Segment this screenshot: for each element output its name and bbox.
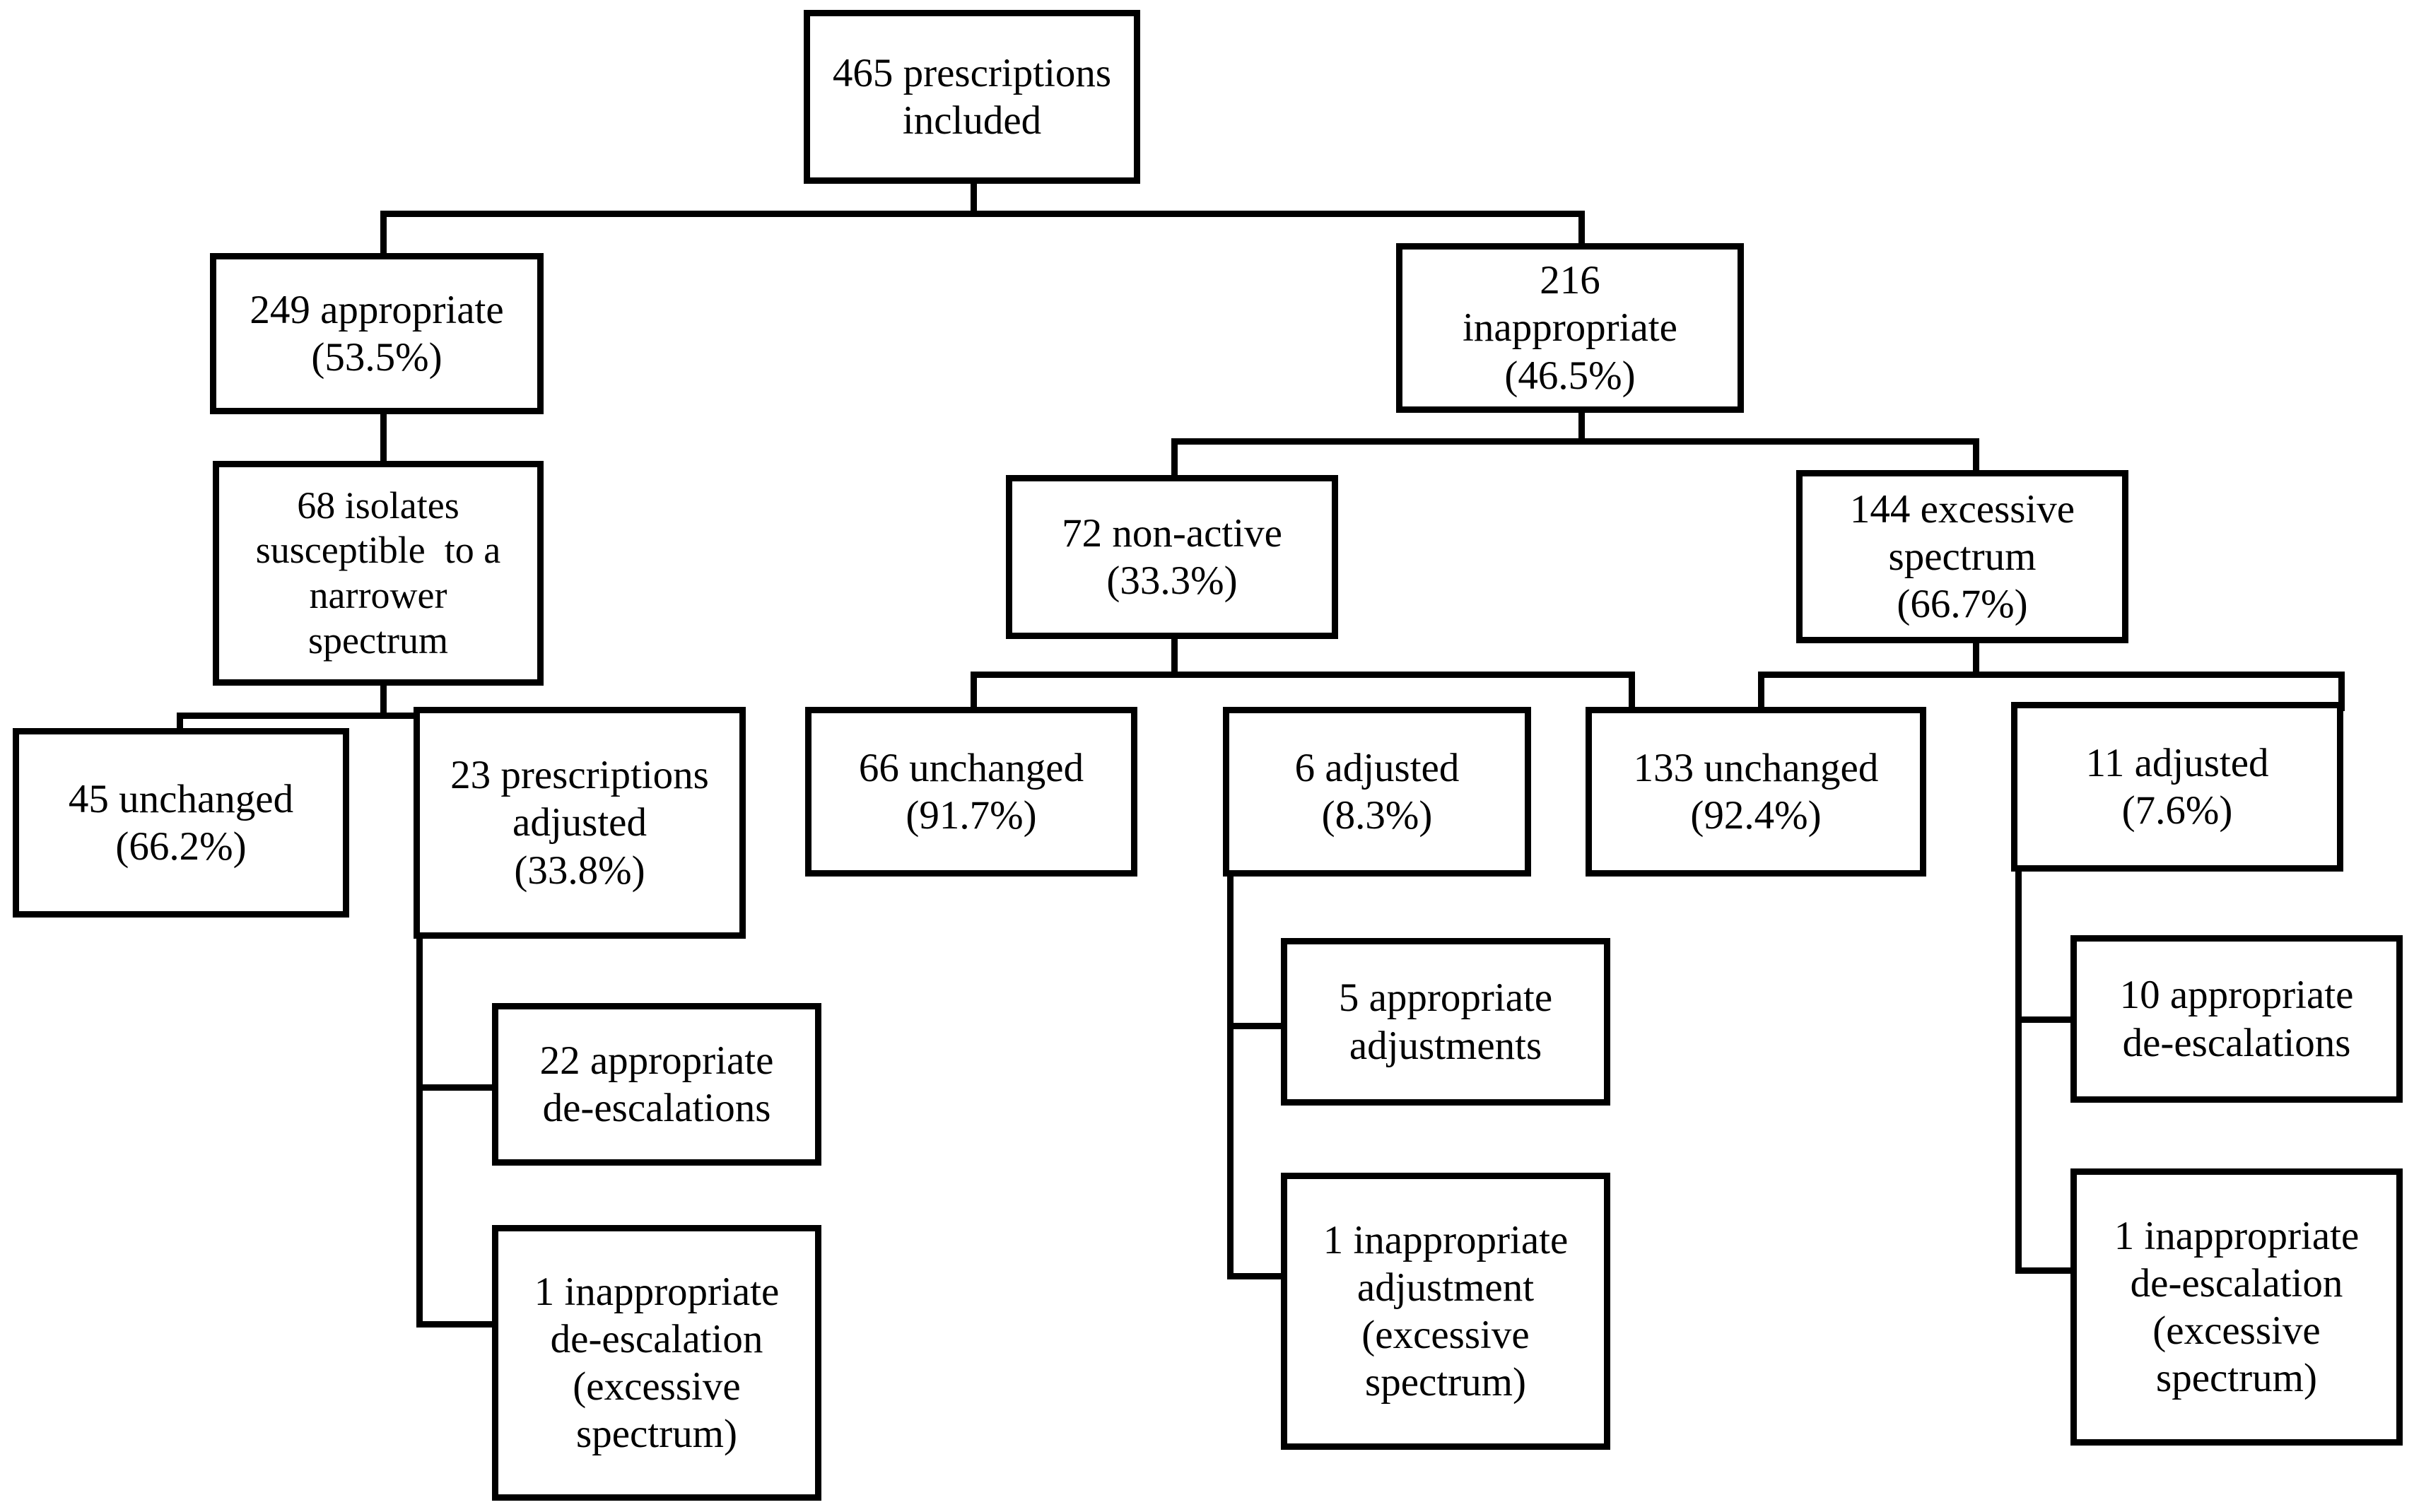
node-inappropriate-line1: 216 (1540, 258, 1600, 303)
connector-nonactive-bar (971, 672, 1635, 678)
node-excessive[interactable]: 144 excessive spectrum (66.7%) (1796, 470, 2128, 643)
connector-adjusted23-to-deesc1a (416, 1321, 498, 1328)
node-excessive-line3: (66.7%) (1897, 582, 2028, 627)
connector-adjusted23-to-deesc22 (416, 1084, 498, 1091)
node-deesc1b[interactable]: 1 inappropriate de-escalation (excessive… (2070, 1168, 2403, 1446)
node-deesc1b-line1: 1 inappropriate (2114, 1213, 2360, 1258)
node-appropriate-line1: 249 appropriate (250, 287, 504, 332)
node-adjusted11-line2: (7.6%) (2121, 788, 2233, 833)
node-adjusted6[interactable]: 6 adjusted (8.3%) (1223, 707, 1531, 877)
node-inappropriate-line3: (46.5%) (1504, 353, 1636, 398)
node-deesc22-line1: 22 appropriate (539, 1038, 774, 1083)
connector-inappropriate-stem (1578, 407, 1585, 444)
connector-inappropriate-to-excessive (1973, 438, 1979, 472)
node-adjusted6-line2: (8.3%) (1321, 793, 1433, 838)
node-adjusted23-line3: (33.8%) (514, 848, 645, 893)
node-root-line2: included (902, 98, 1042, 143)
node-adjusted11[interactable]: 11 adjusted (7.6%) (2011, 702, 2343, 872)
connector-excessive-stem (1973, 640, 1979, 674)
node-deesc10[interactable]: 10 appropriate de-escalations (2070, 935, 2403, 1103)
node-unchanged133[interactable]: 133 unchanged (92.4%) (1586, 707, 1926, 877)
connector-excessive-to-adjusted11 (2338, 672, 2345, 711)
connector-isolates-stem (380, 680, 387, 718)
connector-nonactive-stem (1171, 635, 1178, 674)
node-deesc22-line2: de-escalations (542, 1086, 771, 1130)
node-deesc1a-line4: spectrum) (576, 1412, 737, 1457)
connector-adjusted6-spine (1227, 877, 1234, 1279)
node-excessive-line2: spectrum (1888, 534, 2037, 579)
node-unchanged45[interactable]: 45 unchanged (66.2%) (13, 728, 349, 918)
connector-adjusted6-to-adj1 (1227, 1273, 1306, 1279)
node-deesc1a[interactable]: 1 inappropriate de-escalation (excessive… (492, 1225, 821, 1501)
connector-adjusted11-spine (2015, 871, 2022, 1274)
node-appropriate[interactable]: 249 appropriate (53.5%) (210, 253, 544, 414)
node-unchanged133-line2: (92.4%) (1690, 793, 1822, 838)
connector-adjusted11-to-deesc1b (2015, 1267, 2097, 1274)
connector-root-stem (971, 177, 977, 216)
node-deesc1b-line4: spectrum) (2156, 1356, 2317, 1401)
node-inappropriate-line2: inappropriate (1463, 305, 1677, 351)
node-adj1[interactable]: 1 inappropriate adjustment (excessive sp… (1281, 1173, 1610, 1450)
node-isolates[interactable]: 68 isolates susceptible to a narrower sp… (213, 461, 544, 686)
connector-excessive-to-unchanged133 (1758, 672, 1764, 711)
node-unchanged66-line1: 66 unchanged (858, 745, 1084, 790)
connector-adjusted23-spine (416, 932, 423, 1328)
node-adj5[interactable]: 5 appropriate adjustments (1281, 938, 1610, 1106)
connector-root-to-appropriate (380, 211, 387, 254)
connector-adjusted6-to-adj5 (1227, 1023, 1306, 1029)
node-isolates-line2: susceptible to a (255, 529, 501, 572)
node-nonactive-line1: 72 non-active (1062, 510, 1282, 556)
node-excessive-line1: 144 excessive (1849, 486, 2075, 532)
connector-nonactive-to-adjusted6 (1629, 672, 1635, 711)
connector-root-bar (380, 211, 1585, 217)
node-appropriate-line2: (53.5%) (311, 335, 443, 380)
node-deesc1b-line2: de-escalation (2130, 1260, 2343, 1306)
node-inappropriate[interactable]: 216 inappropriate (46.5%) (1396, 243, 1744, 413)
connector-appropriate-to-isolates (380, 409, 387, 462)
node-adj5-line1: 5 appropriate (1338, 975, 1553, 1021)
connector-adjusted11-to-deesc10 (2015, 1016, 2097, 1023)
node-deesc1a-line3: (excessive (573, 1364, 741, 1409)
node-adj1-line1: 1 inappropriate (1323, 1217, 1569, 1262)
node-deesc1a-line1: 1 inappropriate (534, 1269, 780, 1314)
node-nonactive[interactable]: 72 non-active (33.3%) (1006, 475, 1338, 639)
node-adj1-line4: spectrum) (1365, 1360, 1526, 1405)
connector-inappropriate-bar (1171, 438, 1979, 445)
node-isolates-line4: spectrum (308, 619, 448, 662)
node-unchanged66[interactable]: 66 unchanged (91.7%) (805, 707, 1137, 877)
node-adjusted11-line1: 11 adjusted (2085, 740, 2269, 785)
connector-nonactive-to-unchanged66 (971, 672, 977, 711)
node-unchanged66-line2: (91.7%) (906, 793, 1037, 838)
node-adjusted23-line1: 23 prescriptions (450, 753, 709, 798)
connector-inappropriate-to-nonactive (1171, 438, 1178, 488)
node-root[interactable]: 465 prescriptions included (804, 10, 1140, 184)
node-adj1-line3: (excessive (1361, 1313, 1530, 1357)
node-deesc1a-line2: de-escalation (550, 1316, 763, 1361)
node-adjusted6-line1: 6 adjusted (1294, 745, 1460, 790)
node-isolates-line1: 68 isolates (297, 484, 459, 527)
connector-excessive-bar (1758, 672, 2345, 678)
node-deesc10-line2: de-escalations (2122, 1020, 2351, 1065)
node-nonactive-line2: (33.3%) (1106, 558, 1238, 603)
node-root-line1: 465 prescriptions (832, 50, 1112, 95)
node-unchanged45-line1: 45 unchanged (68, 776, 294, 821)
connector-root-to-inappropriate (1578, 211, 1585, 246)
node-adjusted23[interactable]: 23 prescriptions adjusted (33.8%) (414, 707, 746, 939)
node-isolates-line3: narrower (309, 574, 447, 616)
node-deesc10-line1: 10 appropriate (2119, 973, 2354, 1018)
node-adj5-line2: adjustments (1349, 1023, 1542, 1068)
node-deesc1b-line3: (excessive (2152, 1308, 2321, 1353)
node-deesc22[interactable]: 22 appropriate de-escalations (492, 1003, 821, 1166)
node-unchanged133-line1: 133 unchanged (1633, 745, 1879, 790)
node-adjusted23-line2: adjusted (512, 800, 647, 845)
node-unchanged45-line2: (66.2%) (115, 824, 247, 869)
node-adj1-line2: adjustment (1357, 1265, 1535, 1310)
